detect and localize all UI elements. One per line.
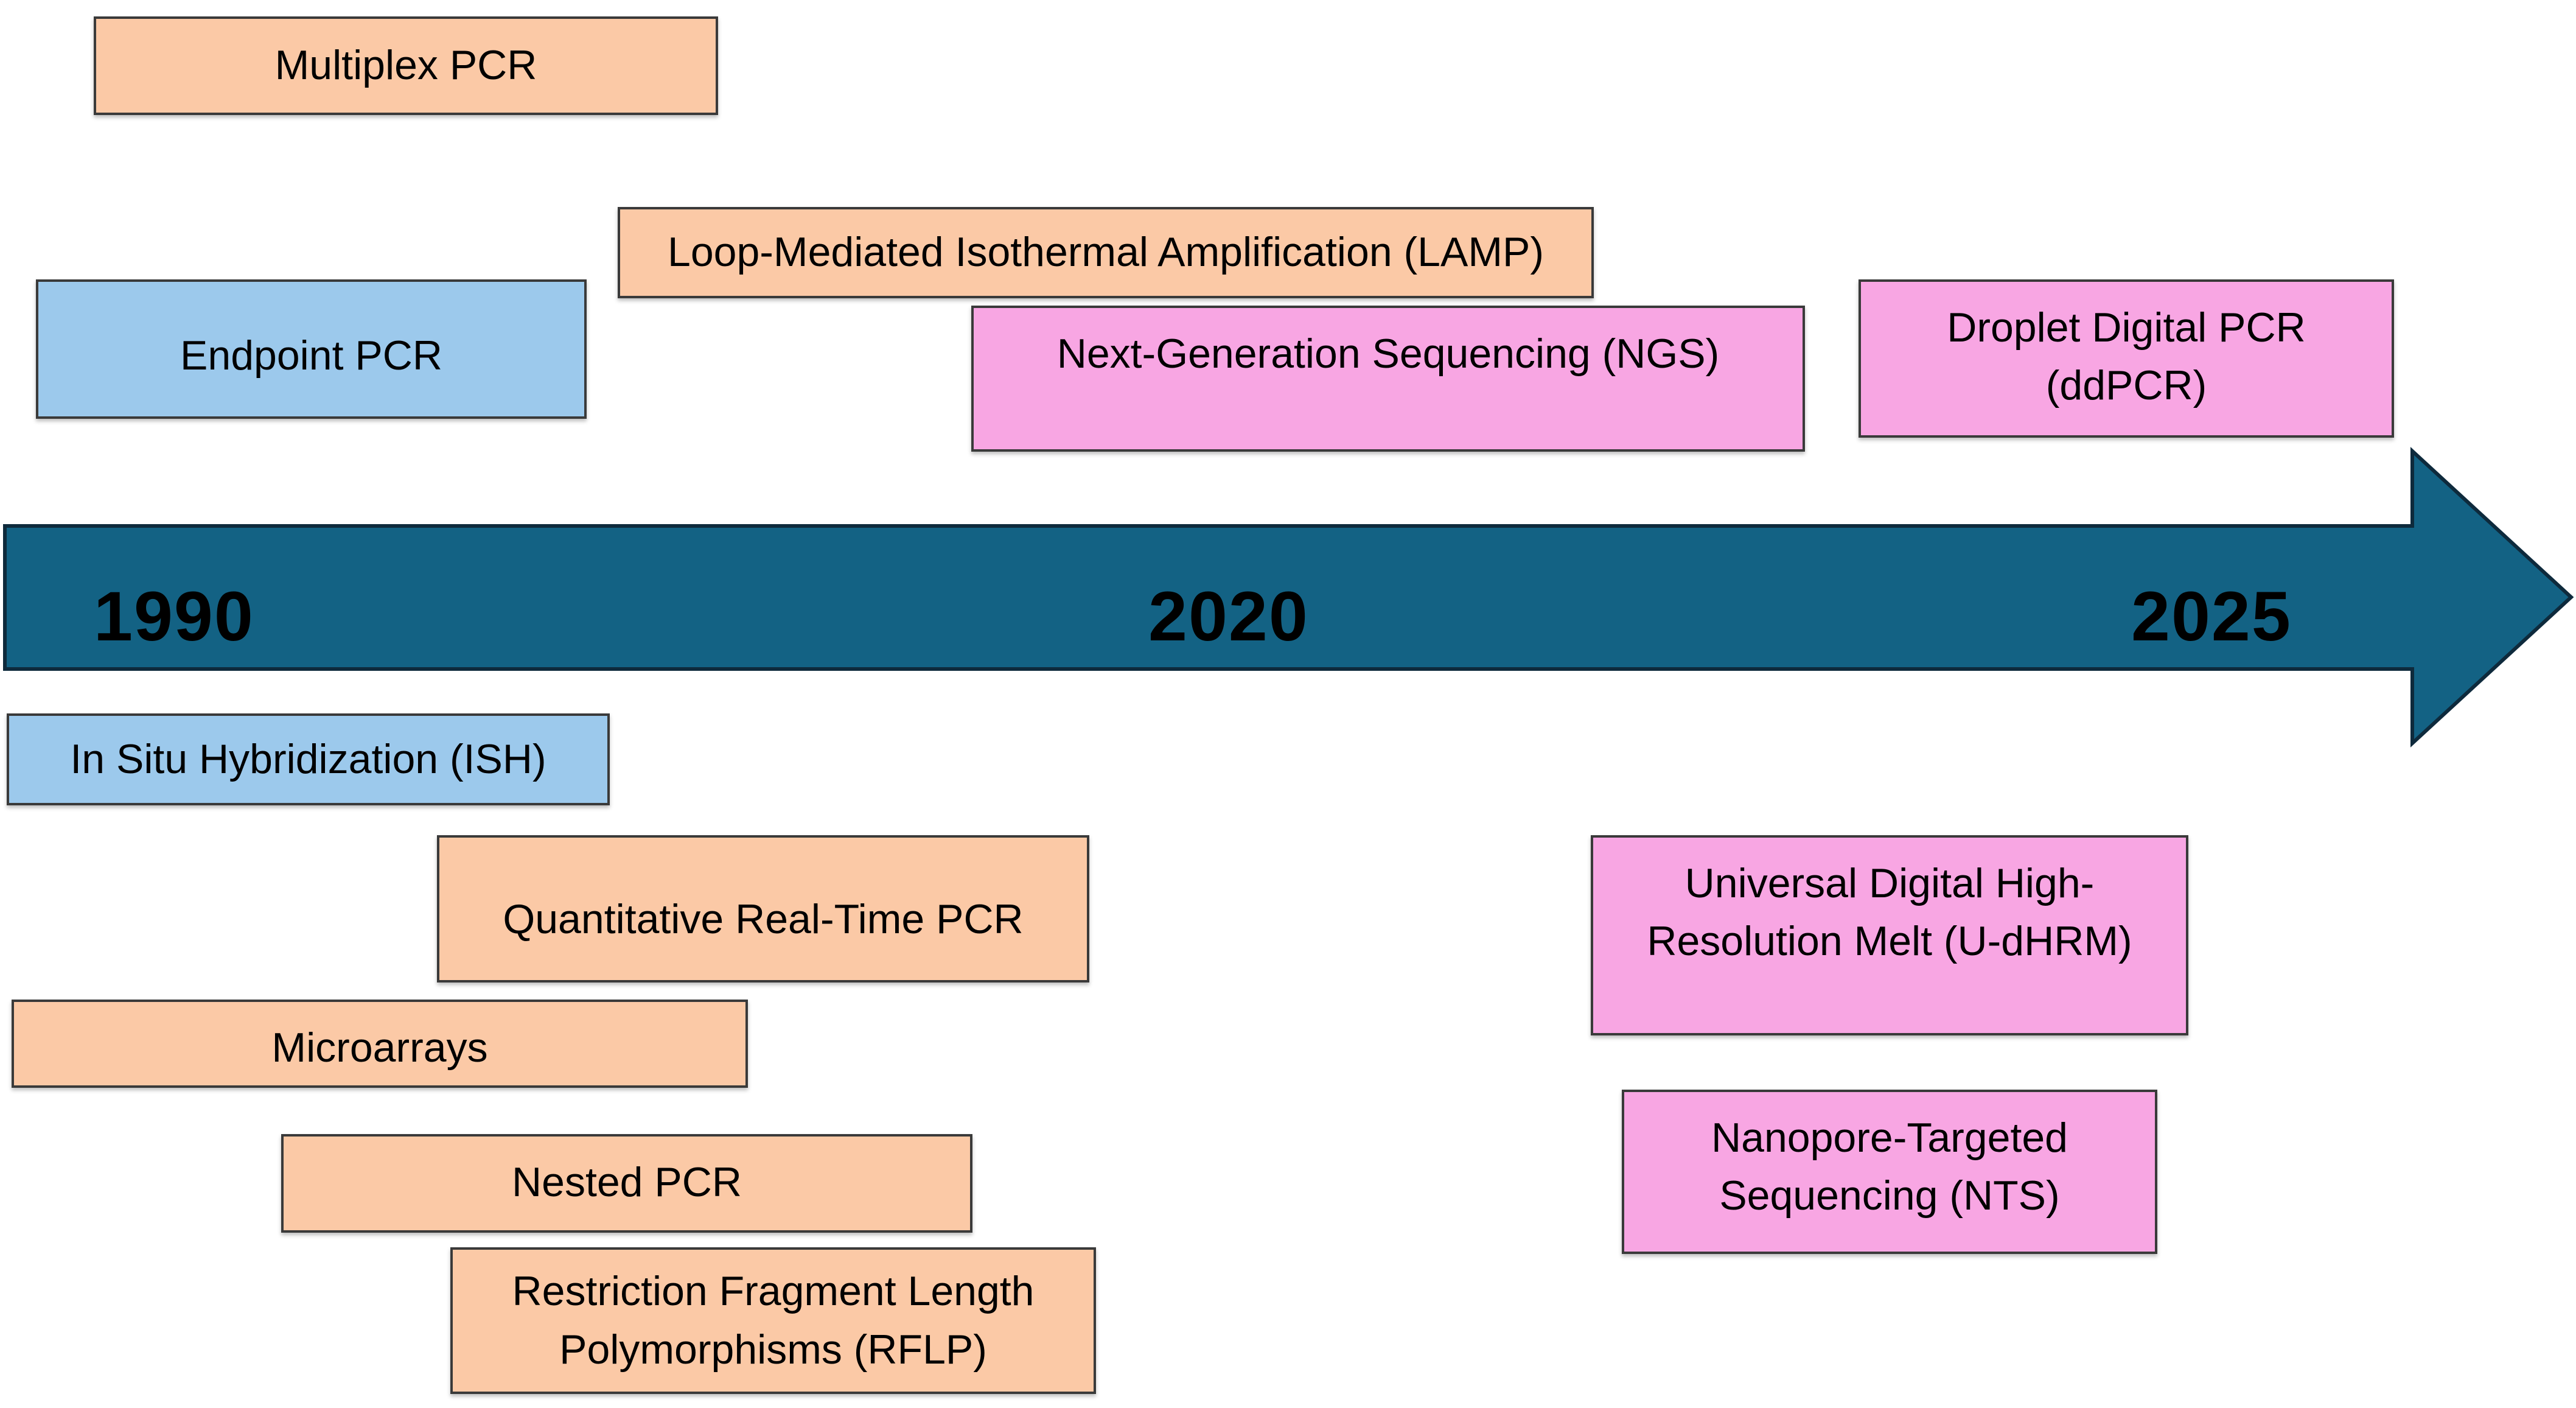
year-label-2020: 2020 [1148, 577, 1309, 656]
box-label-nts: Nanopore-Targeted Sequencing (NTS) [1711, 1115, 2068, 1219]
year-label-1990: 1990 [94, 577, 254, 656]
timeline-arrow-shape [3, 447, 2574, 748]
box-label-ish: In Situ Hybridization (ISH) [70, 735, 546, 782]
box-label-ngs: Next-Generation Sequencing (NGS) [1056, 331, 1720, 377]
box-label-nested-pcr: Nested PCR [512, 1159, 742, 1205]
box-label-ddpcr: Droplet Digital PCR (ddPCR) [1947, 304, 2306, 409]
box-multiplex-pcr: Multiplex PCR [94, 16, 718, 115]
box-ddpcr: Droplet Digital PCR (ddPCR) [1859, 279, 2394, 438]
box-lamp: Loop-Mediated Isothermal Amplification (… [618, 207, 1594, 298]
box-label-microarrays: Microarrays [271, 1024, 488, 1071]
box-rflp: Restriction Fragment Length Polymorphism… [450, 1247, 1096, 1394]
box-label-endpoint-pcr: Endpoint PCR [180, 332, 442, 379]
box-endpoint-pcr: Endpoint PCR [36, 279, 587, 419]
box-label-lamp: Loop-Mediated Isothermal Amplification (… [668, 229, 1544, 276]
box-label-qrt-pcr: Quantitative Real-Time PCR [503, 895, 1024, 942]
year-label-2025: 2025 [2131, 577, 2292, 656]
box-nested-pcr: Nested PCR [281, 1134, 972, 1233]
box-nts: Nanopore-Targeted Sequencing (NTS) [1622, 1090, 2157, 1254]
box-qrt-pcr: Quantitative Real-Time PCR [437, 835, 1089, 982]
box-ish: In Situ Hybridization (ISH) [7, 713, 610, 805]
box-label-multiplex-pcr: Multiplex PCR [274, 42, 537, 89]
box-label-udhrm: Universal Digital High- Resolution Melt … [1647, 860, 2132, 965]
box-ngs: Next-Generation Sequencing (NGS) [971, 306, 1805, 452]
box-udhrm: Universal Digital High- Resolution Melt … [1591, 835, 2188, 1035]
box-label-rflp: Restriction Fragment Length Polymorphism… [512, 1268, 1035, 1373]
box-microarrays: Microarrays [12, 1000, 748, 1088]
